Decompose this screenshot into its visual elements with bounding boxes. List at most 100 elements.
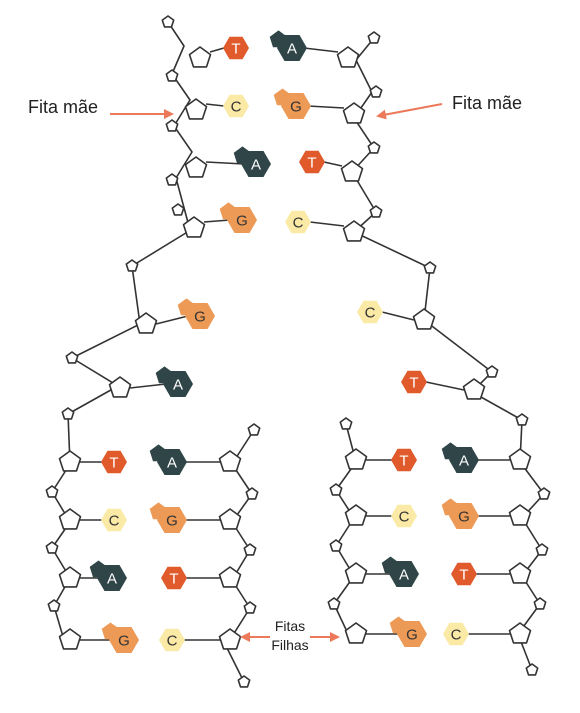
base-pentagon <box>149 444 168 462</box>
base-pentagon <box>273 88 292 106</box>
pentagon-sugar-icon <box>108 376 132 398</box>
base-t: T <box>401 370 427 394</box>
base-label: T <box>409 375 418 392</box>
pentagon-phosphate-icon <box>61 407 75 420</box>
pentagon-phosphate-icon <box>367 31 381 44</box>
bond-line <box>303 47 339 53</box>
pentagon-phosphate-icon <box>165 69 179 82</box>
base-label: T <box>307 155 316 172</box>
pentagon-phosphate-icon <box>369 85 383 98</box>
base-label: G <box>406 627 418 644</box>
base-hexagon <box>223 94 249 118</box>
base-a: A <box>155 366 193 397</box>
bond-line <box>309 221 345 227</box>
pentagon-phosphate-icon <box>161 15 175 28</box>
pentagon-phosphate-icon <box>339 417 353 430</box>
base-a: A <box>233 146 271 177</box>
pentagon-sugar-icon <box>58 508 82 530</box>
pentagon-phosphate-icon <box>247 423 261 436</box>
bond-line <box>129 383 167 389</box>
base-hexagon <box>443 622 469 646</box>
pentagon-phosphate-icon <box>535 543 549 556</box>
base-label: T <box>459 567 468 584</box>
pentagon-sugar-icon <box>218 508 242 530</box>
pentagon-phosphate-icon <box>237 675 251 688</box>
base-hexagon <box>161 566 187 590</box>
base-pentagon <box>269 30 288 48</box>
pentagon-sugar-icon <box>462 378 486 400</box>
pentagon-phosphate-icon <box>125 259 139 272</box>
pentagon-phosphate-icon <box>329 483 343 496</box>
base-pentagon <box>441 442 460 460</box>
base-pentagon <box>177 298 196 316</box>
pentagon-sugar-icon <box>508 622 532 644</box>
pentagon-sugar-icon <box>344 504 368 526</box>
base-label: A <box>251 157 261 174</box>
backbone-line <box>167 21 193 231</box>
base-pentagon <box>149 502 168 520</box>
base-label: C <box>399 509 410 526</box>
pentagon-sugar-icon <box>184 156 208 178</box>
pentagon-phosphate-icon <box>165 173 179 186</box>
base-hexagon <box>357 300 383 324</box>
base-t: T <box>451 562 477 586</box>
parent-strand-right-label: Fita mãe <box>452 93 522 113</box>
pentagon-phosphate-icon <box>329 539 343 552</box>
parent-strand-left-label: Fita mãe <box>28 97 98 117</box>
pentagon-phosphate-icon <box>537 487 551 500</box>
backbone-line <box>351 37 377 233</box>
base-c: C <box>159 628 185 652</box>
base-label: A <box>459 453 469 470</box>
base-label: T <box>231 41 240 58</box>
base-a: A <box>149 444 187 475</box>
base-g: G <box>177 298 215 329</box>
base-c: C <box>101 508 127 532</box>
pentagon-sugar-icon <box>508 562 532 584</box>
pentagon-phosphate-icon <box>171 203 185 216</box>
pentagon-sugar-icon <box>340 160 364 182</box>
base-label: C <box>293 215 304 232</box>
backbone-line <box>353 231 523 421</box>
base-c: C <box>391 504 417 528</box>
base-pentagon <box>441 498 460 516</box>
pentagon-sugar-icon <box>58 628 82 650</box>
daughter-strands-label-line1: Fitas <box>275 618 305 634</box>
base-hexagon <box>101 450 127 474</box>
base-c: C <box>285 210 311 234</box>
pentagon-phosphate-icon <box>423 261 437 274</box>
base-hexagon <box>391 504 417 528</box>
base-pentagon <box>381 556 400 574</box>
bond-line <box>203 219 231 223</box>
base-pentagon <box>101 622 120 640</box>
base-g: G <box>273 88 311 119</box>
pentagon-phosphate-icon <box>369 205 383 218</box>
base-g: G <box>101 622 139 653</box>
base-label: A <box>173 377 183 394</box>
base-label: T <box>109 455 118 472</box>
bond-line <box>425 381 465 391</box>
base-label: G <box>166 513 178 530</box>
pentagon-phosphate-icon <box>367 141 381 154</box>
base-label: A <box>167 455 177 472</box>
pentagon-phosphate-icon <box>243 543 257 556</box>
base-a: A <box>381 556 419 587</box>
base-hexagon <box>451 562 477 586</box>
pentagon-phosphate-icon <box>45 485 59 498</box>
pentagon-sugar-icon <box>344 448 368 470</box>
bond-line <box>307 105 345 109</box>
base-pentagon <box>233 146 252 164</box>
pentagon-sugar-icon <box>336 46 360 68</box>
base-label: G <box>194 309 206 326</box>
base-t: T <box>161 566 187 590</box>
base-hexagon <box>285 210 311 234</box>
base-pentagon <box>155 366 174 384</box>
pentagon-sugar-icon <box>58 450 82 472</box>
base-label: A <box>399 567 409 584</box>
arrow-icon <box>376 103 443 120</box>
base-t: T <box>101 450 127 474</box>
base-pentagon <box>89 560 108 578</box>
pentagon-phosphate-icon <box>515 413 529 426</box>
pentagon-sugar-icon <box>218 628 242 650</box>
base-label: C <box>109 513 120 530</box>
base-pentagon <box>389 616 408 634</box>
